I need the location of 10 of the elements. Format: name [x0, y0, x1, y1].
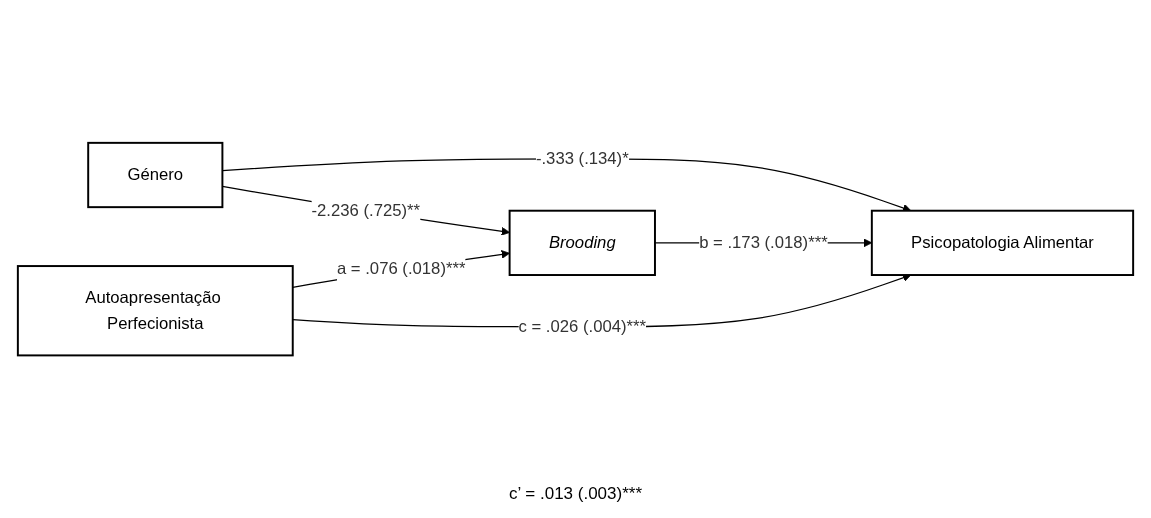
edge-label: -2.236 (.725)** — [311, 201, 421, 220]
node-box: Psicopatologia Alimentar — [870, 209, 1135, 276]
node-box: Género — [87, 141, 224, 208]
edge-label: a = .076 (.018)*** — [336, 259, 466, 278]
path-coefficient: c’ = .013 (.003)*** — [508, 484, 643, 504]
edge-label: -.333 (.134)* — [535, 149, 629, 168]
node-box: Brooding — [508, 209, 656, 276]
edge-label: c = .026 (.004)*** — [518, 317, 647, 336]
edge-label: b = .173 (.018)*** — [699, 233, 828, 252]
node-box: Autoapresentação Perfecionista — [16, 264, 294, 357]
